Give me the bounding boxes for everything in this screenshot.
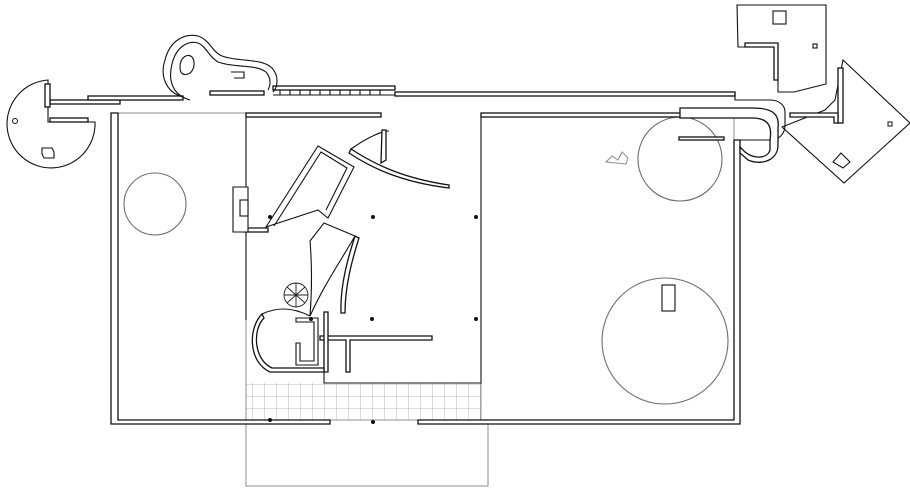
upper-right-room-wall: [744, 42, 779, 81]
left-circle: [123, 172, 187, 236]
small-room-inner: [295, 317, 319, 366]
top-wall-left-2: [87, 95, 184, 101]
upper-right-room-chair: [772, 10, 787, 25]
lower-cross-wall: [319, 335, 433, 373]
serpentine-notch: [231, 71, 245, 79]
right-diamond-wall-2: [789, 112, 839, 124]
right-diamond-wall: [837, 67, 844, 124]
far-left-pavilion: [6, 79, 96, 169]
right-diamond-seat: [832, 152, 851, 169]
far-left-ledge: [49, 117, 89, 123]
s-curve-wall-2: [309, 222, 356, 317]
lower-cross-wall-2: [323, 311, 329, 373]
mid-wall-right: [678, 136, 725, 141]
central-corridor-floor: [246, 383, 481, 420]
serpentine-wall: [162, 34, 278, 101]
top-wall-mid-2: [272, 85, 396, 91]
upper-right-room-dot: [812, 43, 818, 49]
top-wall-under: [245, 112, 382, 118]
floor-grid: [117, 112, 740, 487]
column: [474, 317, 478, 321]
outer-walls: [49, 85, 741, 425]
left-terrace-floor: [117, 112, 247, 421]
circular-features: [123, 116, 729, 405]
top-wall-mid-3: [394, 91, 736, 97]
left-bench-seat: [239, 199, 249, 217]
entry-platform-floor: [245, 419, 489, 487]
corridor-snake-2: [679, 107, 779, 163]
spiral-stair: [283, 282, 309, 308]
strip-bench: [273, 89, 395, 96]
bottom-left-wall: [110, 112, 331, 425]
curved-wall-top: [348, 148, 450, 189]
small-room: [251, 312, 325, 373]
column: [371, 215, 375, 219]
right-pavilion: [679, 4, 910, 184]
courtyard-right-edge: [323, 113, 482, 384]
s-curve-wall: [340, 235, 360, 314]
top-wall-mid-1: [209, 90, 265, 96]
right-diamond: [780, 58, 910, 184]
column: [474, 215, 478, 219]
column: [371, 420, 375, 424]
right-sculpture-base: [661, 284, 676, 312]
right-terrace-floor: [480, 112, 735, 421]
pool-outline: [179, 54, 195, 76]
column: [309, 317, 313, 321]
column: [268, 215, 272, 219]
central-pavilion: [243, 129, 450, 373]
furniture: [232, 151, 676, 312]
far-left-dot: [12, 118, 18, 124]
angled-bar-inner: [273, 151, 348, 227]
curved-wall-top-2: [350, 130, 390, 150]
column: [370, 317, 374, 321]
reclining-figure: [604, 151, 629, 165]
small-room-top: [261, 308, 311, 317]
far-left-circle: [6, 79, 96, 169]
far-left-wall: [44, 83, 51, 108]
columns: [268, 215, 478, 424]
large-right-circle: [601, 277, 729, 405]
upper-right-circle: [637, 116, 723, 202]
bottom-right-wall: [417, 139, 741, 425]
far-left-seat: [41, 147, 55, 159]
curved-wall-fin: [380, 129, 387, 165]
column: [268, 418, 272, 422]
angled-bar: [264, 145, 355, 229]
right-diamond-dot: [887, 121, 893, 127]
